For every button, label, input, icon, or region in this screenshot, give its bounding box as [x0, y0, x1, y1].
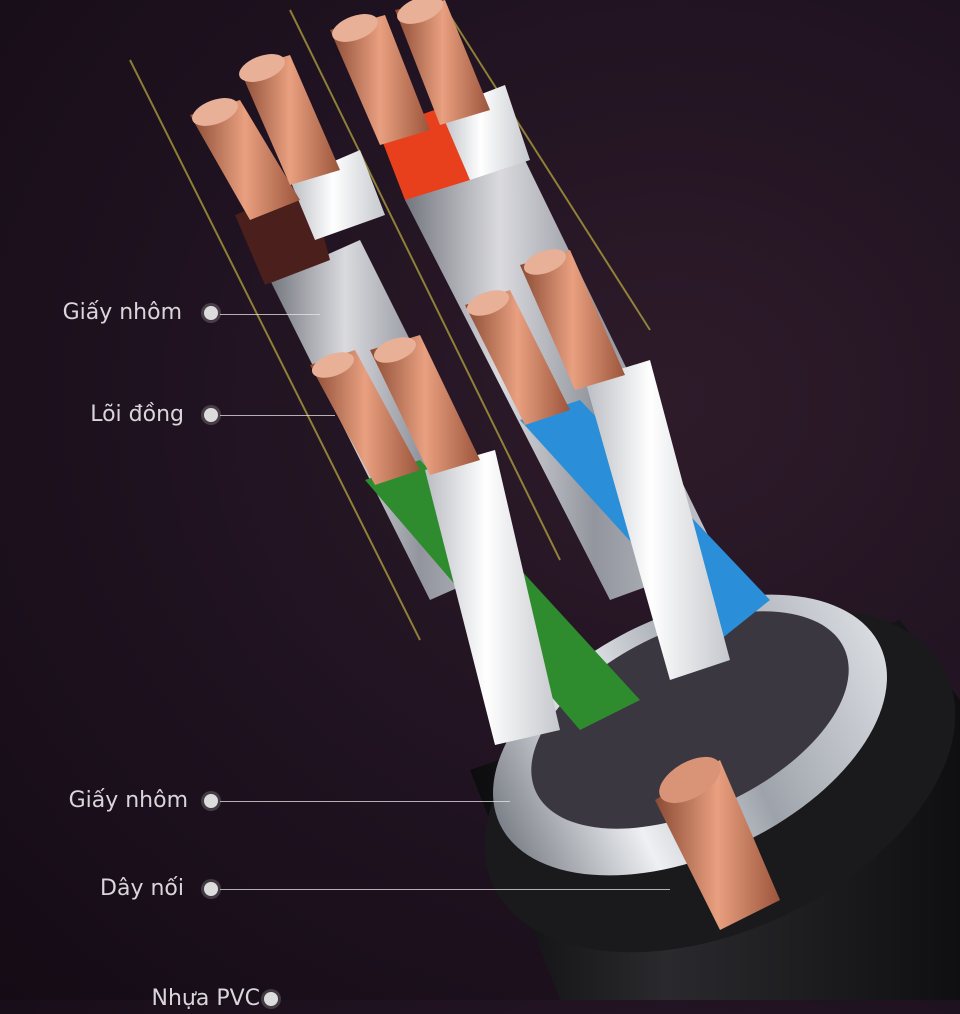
- callout-dot-icon: [204, 408, 218, 422]
- callout-pvc-jacket: Nhựa PVC: [0, 984, 280, 1014]
- leader-line-drain-wire: [220, 889, 670, 890]
- callout-label: Lõi đồng: [90, 402, 184, 427]
- callout-label: Giấy nhôm: [68, 788, 188, 813]
- leader-line-foil-top: [220, 314, 320, 315]
- callout-dot-icon: [204, 882, 218, 896]
- leader-line-copper-core: [220, 415, 335, 416]
- callout-label: Nhựa PVC: [151, 986, 261, 1011]
- callout-label: Giấy nhôm: [62, 300, 182, 325]
- callout-foil-top: Giấy nhôm: [0, 298, 220, 328]
- callout-label: Dây nối: [100, 876, 184, 901]
- light-streaks: [129, 0, 651, 641]
- callout-dot-icon: [204, 306, 218, 320]
- pair-green-white: [310, 335, 640, 745]
- drain-wire-shape: [655, 756, 780, 930]
- leader-line-foil-bottom: [220, 801, 510, 802]
- callout-dot-icon: [264, 992, 278, 1006]
- callout-dot-icon: [204, 794, 218, 808]
- callout-foil-bottom: Giấy nhôm: [0, 786, 220, 816]
- pair-blue-white: [465, 249, 770, 680]
- callout-copper-core: Lõi đồng: [0, 400, 220, 430]
- callout-drain-wire: Dây nối: [0, 874, 220, 904]
